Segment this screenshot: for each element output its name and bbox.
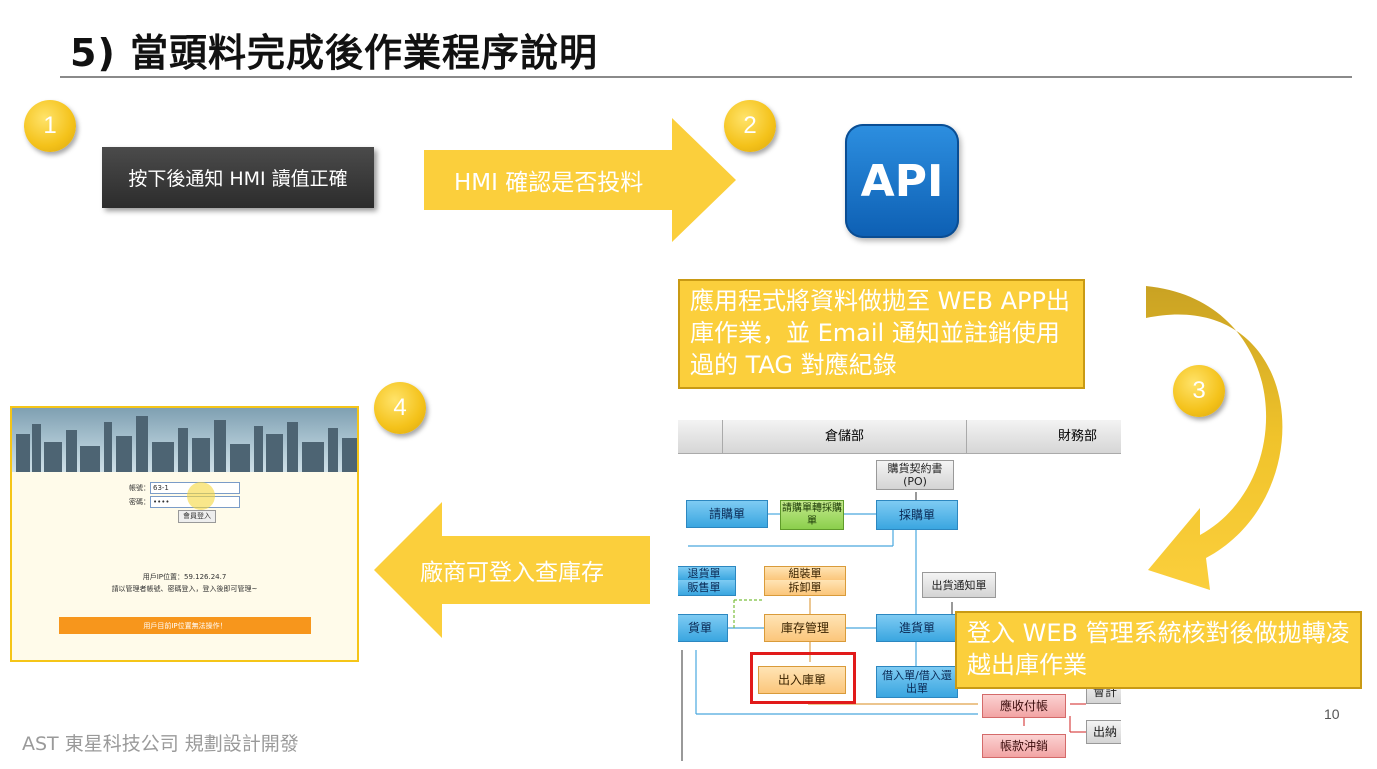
flow-box-inout: 出入庫單: [758, 666, 846, 694]
login-notice: 請以管理者帳號、密碼登入，登入後即可管理~: [111, 585, 258, 593]
arrow-label-hmi: HMI 確認是否投料: [454, 170, 644, 196]
step-badge-3: 3: [1173, 365, 1225, 417]
flow-box-cashier-cut: 出納: [1086, 720, 1121, 744]
notify-hmi-button[interactable]: 按下後通知 HMI 讀值正確: [102, 147, 374, 208]
title-divider: [60, 76, 1352, 78]
flow-box-disassemble: 拆卸單: [764, 580, 846, 596]
footer-company: AST 東星科技公司 規劃設計開發: [22, 733, 299, 755]
step-badge-4: 4: [374, 382, 426, 434]
dept-header-warehouse: 倉儲部: [824, 429, 864, 444]
step3-note: 應用程式將資料做拋至 WEB APP出庫作業，並 Email 通知並註銷使用過的…: [678, 279, 1085, 389]
step-badge-2: 2: [724, 100, 776, 152]
ip-warning-bar: 用戶目前IP位置無法操作！: [59, 617, 311, 634]
warehouse-flowchart: 倉儲部 財務部: [678, 420, 1121, 761]
right-arrow-icon: [424, 118, 736, 242]
flow-box-receivable: 應收付帳: [982, 694, 1066, 718]
cursor-highlight: [187, 482, 215, 510]
highlight-frame-inout: [750, 652, 856, 704]
ip-text: 用戶IP位置：59.126.24.7: [142, 573, 227, 581]
flow-box-stock-left: 貨單: [678, 614, 728, 642]
flow-box-borrow: 借入單/借入還出單: [876, 666, 958, 698]
vendor-login-screenshot: 帳號： 63-1 密碼： •••• 會員登入 用戶IP位置：59.126.24.…: [10, 406, 359, 662]
flow-box-sales-left: 販售單: [678, 580, 736, 596]
curved-arrow-icon: [1146, 286, 1283, 590]
flow-box-receive: 進貨單: [876, 614, 958, 642]
flow-box-po: 購貨契約書(PO): [876, 460, 954, 490]
api-logo-icon: API: [845, 124, 959, 238]
step-badge-1: 1: [24, 100, 76, 152]
left-arrow-icon: [374, 502, 650, 638]
flow-box-request-convert: 請購單轉採購單: [780, 500, 844, 530]
flow-box-assemble: 組裝單: [764, 566, 846, 580]
slide-title: 5) 當頭料完成後作業程序說明: [70, 31, 599, 75]
page-number: 10: [1324, 706, 1340, 722]
dept-header-finance: 財務部: [1057, 429, 1097, 444]
flow-box-ship-notice: 出貨通知單: [922, 572, 996, 598]
web-system-note: 登入 WEB 管理系統核對後做拋轉凌越出庫作業: [955, 611, 1362, 689]
flow-box-write-off: 帳款沖銷: [982, 734, 1066, 758]
password-label: 密碼：: [129, 498, 150, 506]
login-button[interactable]: 會員登入: [178, 510, 216, 523]
flow-box-return-left: 退貨單: [678, 566, 736, 580]
account-label: 帳號：: [129, 484, 150, 492]
arrow-label-vendor: 廠商可登入查庫存: [420, 560, 604, 586]
city-skyline-banner: [12, 408, 357, 472]
flow-box-purchase: 採購單: [876, 500, 958, 530]
flow-box-request: 請購單: [686, 500, 768, 528]
flow-box-inventory: 庫存管理: [764, 614, 846, 642]
